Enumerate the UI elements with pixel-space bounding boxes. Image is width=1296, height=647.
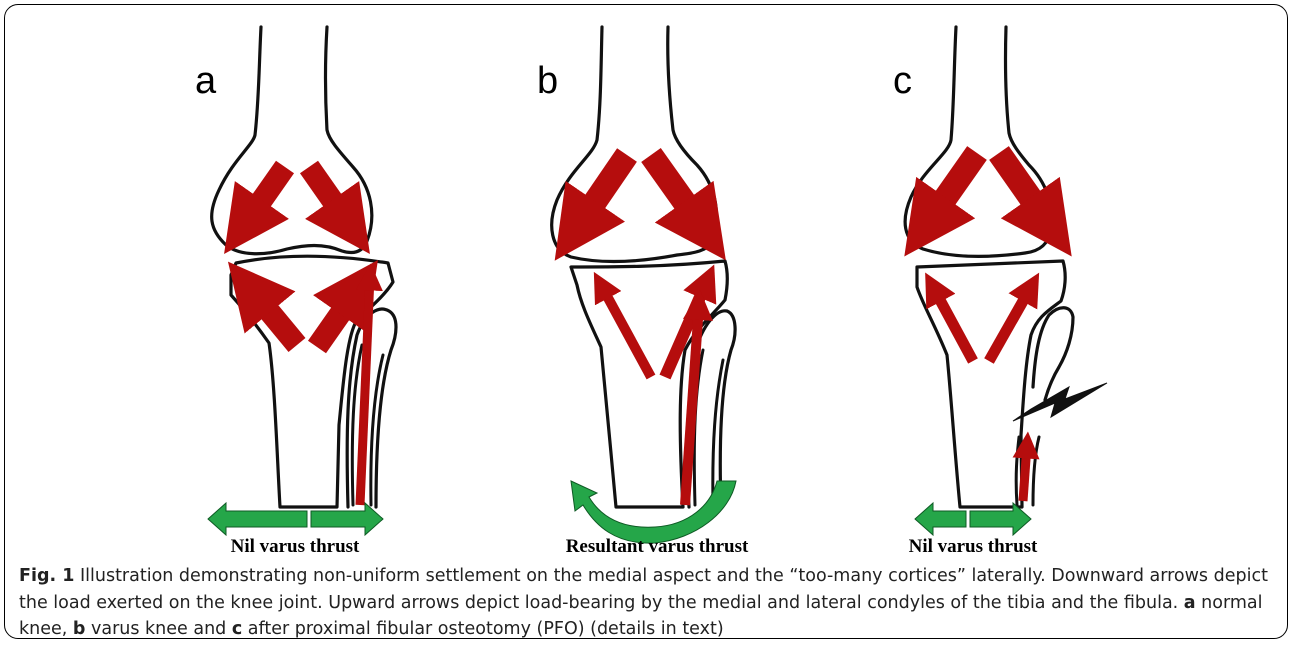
panel-b: b Resultant varus thrust bbox=[537, 27, 749, 557]
caption-key-c: c bbox=[232, 619, 242, 639]
osteotomy-zigzag-icon bbox=[1013, 383, 1107, 421]
caption-text-4: after proximal fibular osteotomy (PFO) (… bbox=[242, 619, 723, 639]
figure-label: Fig. 1 bbox=[19, 566, 74, 586]
knee-diagram: a Nil varus thrust b bbox=[5, 5, 1288, 560]
panel-c: c Nil varus thrust bbox=[893, 27, 1107, 557]
fibular-arrow-c bbox=[1023, 445, 1027, 501]
figure-frame: a Nil varus thrust b bbox=[4, 4, 1288, 639]
thrust-label-c: Nil varus thrust bbox=[909, 536, 1038, 557]
panel-letter-b: b bbox=[537, 60, 558, 102]
caption-text-3: varus knee and bbox=[85, 619, 231, 639]
thrust-label-a: Nil varus thrust bbox=[231, 536, 360, 557]
panel-a: a Nil varus thrust bbox=[195, 27, 396, 557]
thrust-label-b: Resultant varus thrust bbox=[566, 536, 749, 557]
panel-letter-a: a bbox=[195, 60, 217, 102]
panel-letter-c: c bbox=[893, 60, 912, 102]
figure-caption: Fig. 1 Illustration demonstrating non-un… bbox=[19, 563, 1281, 639]
caption-key-a: a bbox=[1184, 593, 1196, 613]
caption-key-b: b bbox=[73, 619, 86, 639]
caption-text-1: Illustration demonstrating non-uniform s… bbox=[19, 566, 1268, 613]
